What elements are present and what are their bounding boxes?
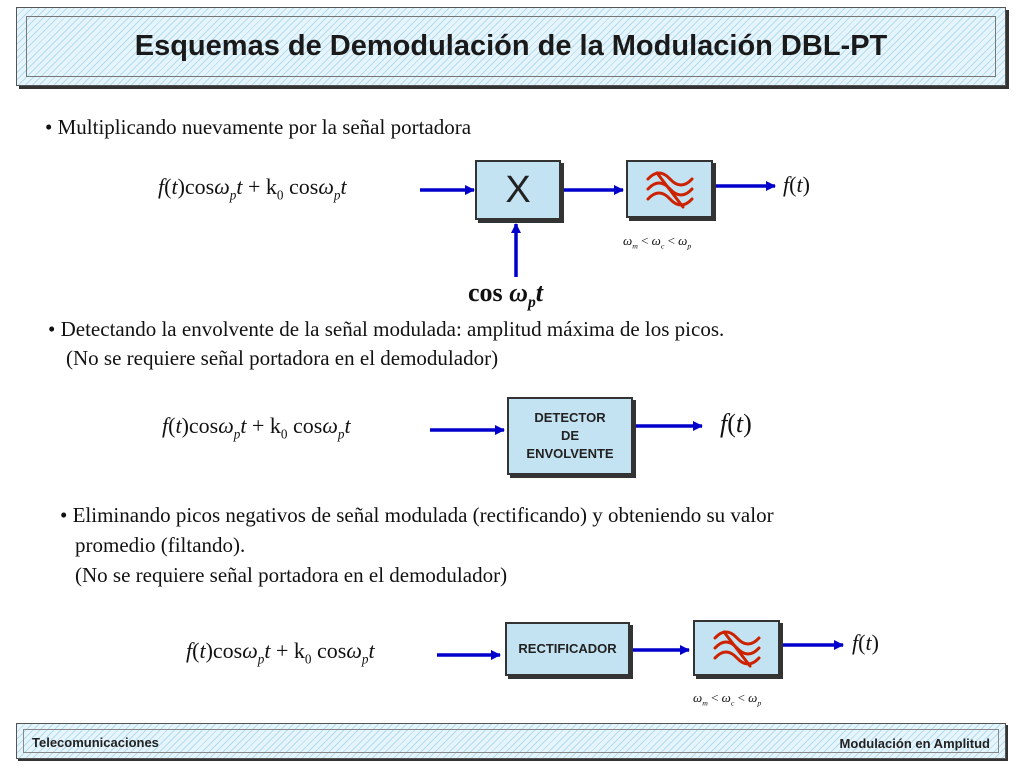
output-signal-2: f(t) (720, 409, 752, 438)
envelope-detector-block: DETECTOR DE ENVOLVENTE (507, 397, 633, 475)
filter-condition-1: ωm < ωc < ωp (623, 233, 692, 251)
rectifier-label: RECTIFICADOR (518, 640, 617, 656)
output-signal-3: f(t) (852, 630, 879, 655)
title-frame: Esquemas de Demodulación de la Modulació… (26, 16, 996, 77)
note-2: (No se requiere señal portadora en el de… (66, 346, 499, 370)
footer-frame: Telecomunicaciones Modulación en Amplitu… (23, 729, 999, 753)
envelope-detector-label: DETECTOR DE ENVOLVENTE (526, 409, 614, 462)
output-signal-1: f(t) (783, 172, 810, 197)
filter-block-1 (626, 160, 713, 218)
carrier-signal: cos ωpt (468, 278, 544, 312)
filter-block-3 (693, 620, 780, 676)
title-bar: Esquemas de Demodulación de la Modulació… (16, 7, 1006, 86)
bullet-3: • Eliminando picos negativos de señal mo… (60, 503, 774, 527)
rectifier-block: RECTIFICADOR (505, 622, 630, 676)
bullet-2: • Detectando la envolvente de la señal m… (48, 317, 725, 341)
bullet-3-continuation: promedio (filtando). (75, 533, 246, 557)
multiplier-block: X (475, 160, 561, 220)
multiplier-symbol: X (505, 168, 531, 211)
bandpass-filter-icon (646, 171, 693, 209)
footer-bar: Telecomunicaciones Modulación en Amplitu… (16, 723, 1006, 759)
page-title: Esquemas de Demodulación de la Modulació… (134, 30, 888, 62)
footer-right-label: Modulación en Amplitud (839, 736, 990, 751)
input-signal-2: f(t)cosωpt + k0 cosωpt (162, 413, 351, 442)
bandpass-filter-icon (713, 630, 760, 668)
filter-condition-3: ωm < ωc < ωp (693, 690, 762, 708)
input-signal-3: f(t)cosωpt + k0 cosωpt (186, 638, 375, 667)
note-3: (No se requiere señal portadora en el de… (75, 563, 508, 587)
bullet-1: • Multiplicando nuevamente por la señal … (45, 115, 472, 139)
input-signal-1: f(t)cosωpt + k0 cosωpt (158, 174, 347, 203)
footer-left-label: Telecomunicaciones (32, 735, 159, 750)
